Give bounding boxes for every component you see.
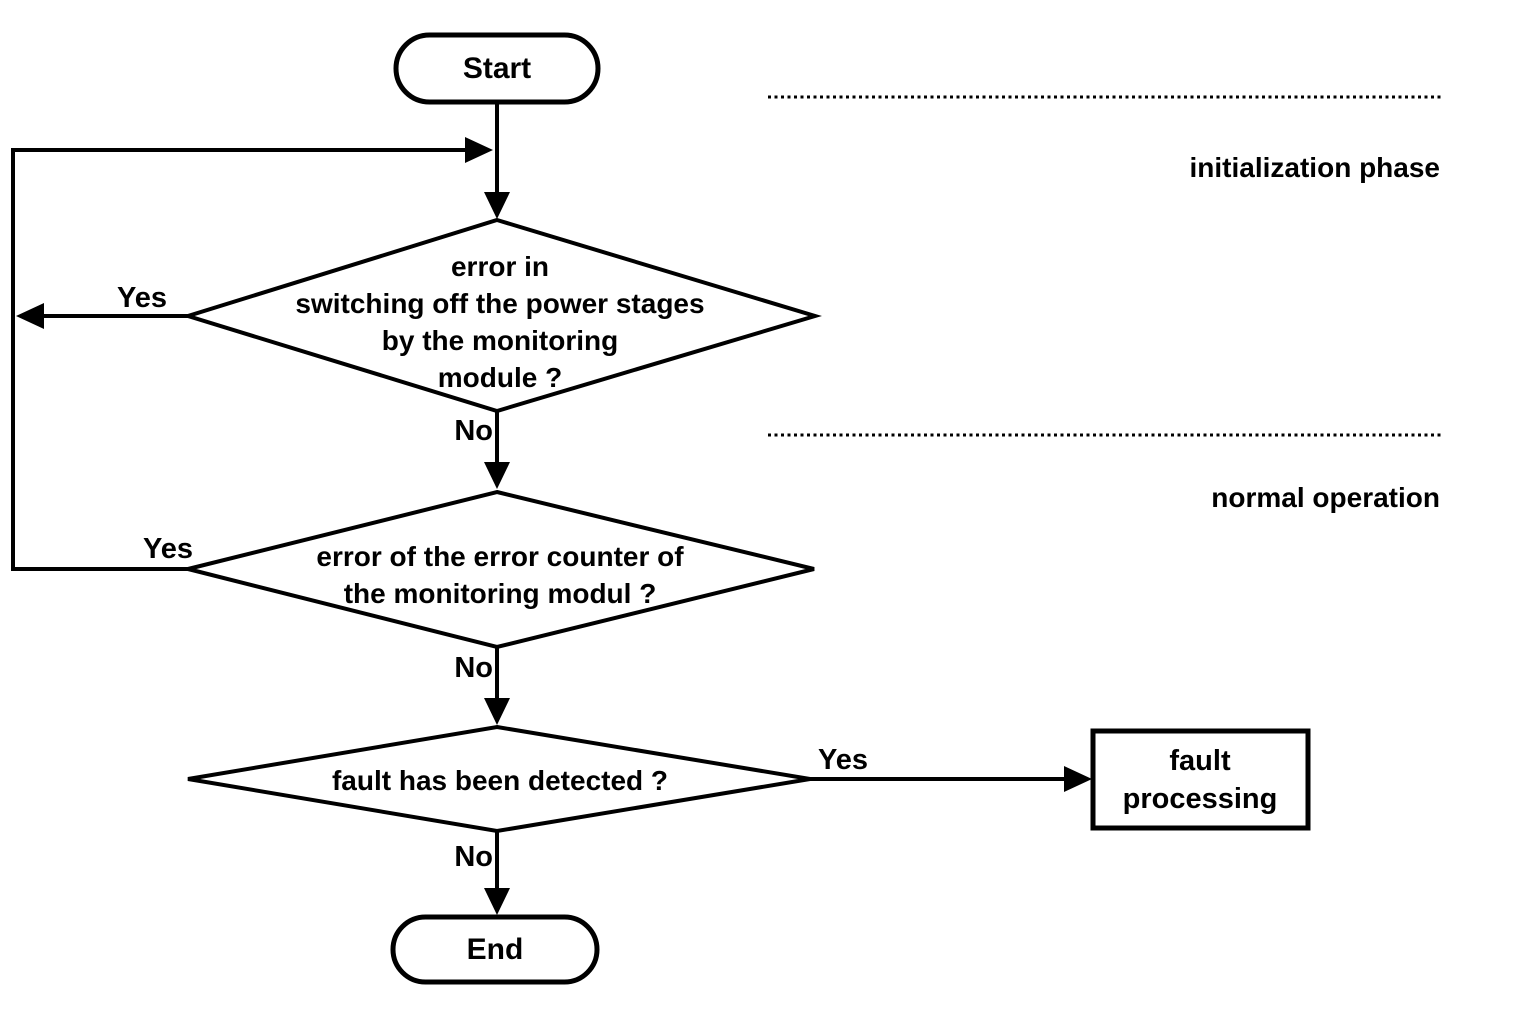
start-shape (393, 32, 601, 105)
phase-label-normal-operation: normal operation (1211, 482, 1440, 513)
arrowhead-right-icon (1064, 766, 1092, 792)
edge-decision1-no (484, 411, 510, 489)
branch-label-no-2: No (454, 652, 493, 684)
edge-decision1-yes (16, 303, 188, 329)
arrowhead-down-icon (484, 698, 510, 725)
phase-divider-normal-operation: normal operation (768, 433, 1442, 513)
branch-label-yes-3: Yes (818, 744, 868, 776)
arrowhead-down-icon (484, 462, 510, 489)
start-label: Start (463, 52, 531, 85)
edge-decision2-yes-loop (11, 137, 493, 571)
decision-text-line: module ? (438, 362, 562, 393)
branch-label-yes-1: Yes (117, 282, 167, 314)
decision-shape (187, 724, 811, 834)
process-text-line: processing (1123, 783, 1278, 815)
decision-power-stages: error in switching off the power stages … (181, 217, 822, 414)
decision-shape (187, 489, 815, 650)
end-node: End (390, 914, 600, 985)
decision-fault-detected: fault has been detected ? (187, 724, 811, 834)
edge-decision2-no (484, 647, 510, 725)
start-node: Start (393, 32, 601, 105)
decision-text-line: fault has been detected ? (332, 765, 668, 796)
decision-text-line: error of the error counter of (316, 541, 684, 572)
arrowhead-down-icon (484, 888, 510, 915)
decision-text-line: error in (451, 251, 549, 282)
phase-divider-initialization: initialization phase (768, 95, 1442, 183)
phase-label-initialization: initialization phase (1190, 152, 1440, 183)
branch-label-no-3: No (454, 841, 493, 873)
process-shape (1090, 728, 1311, 831)
arrowhead-down-icon (484, 192, 510, 219)
decision-text-line: by the monitoring (382, 325, 618, 356)
edge-line (11, 148, 478, 571)
end-shape (390, 914, 600, 985)
branch-label-yes-2: Yes (143, 533, 193, 565)
fault-processing-node: fault processing (1090, 728, 1311, 831)
decision-shape (181, 217, 822, 414)
arrowhead-left-icon (16, 303, 44, 329)
arrowhead-right-icon (465, 137, 493, 163)
decision-error-counter: error of the error counter of the monito… (187, 489, 815, 650)
edge-decision3-yes (810, 766, 1092, 792)
edge-start-to-decision1 (484, 102, 510, 219)
branch-label-no-1: No (454, 415, 493, 447)
end-label: End (467, 933, 524, 966)
process-text-line: fault (1169, 745, 1231, 777)
decision-text-line: switching off the power stages (295, 288, 704, 319)
edge-decision3-no (484, 831, 510, 915)
decision-text-line: the monitoring modul ? (344, 578, 657, 609)
